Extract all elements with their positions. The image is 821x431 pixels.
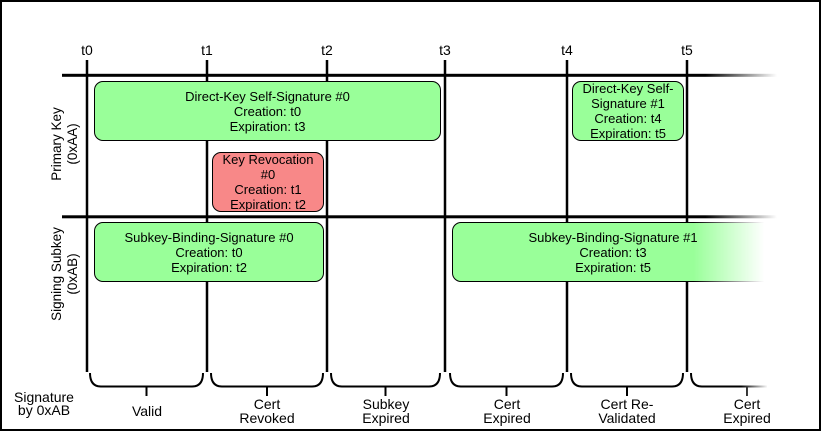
phase-label-cert-expired-2: Cert Expired <box>685 396 809 426</box>
signature-box-subkey-binding-0: Subkey-Binding-Signature #0 Creation: t0… <box>94 222 324 282</box>
row-label-signing-subkey-id: (0xAB) <box>65 253 80 295</box>
row-label-signing-subkey: Signing Subkey (0xAB) <box>49 227 81 321</box>
signing-subkey-timeline <box>62 215 777 219</box>
tick-line-t4 <box>565 60 569 372</box>
brace-cert-expired-2 <box>690 372 767 396</box>
bottom-axis-label-line2: by 0xAB <box>17 402 71 418</box>
phase-line2: Expired <box>483 410 531 426</box>
tick-label-t3: t3 <box>439 42 451 58</box>
signature-box-direct-key-0: Direct-Key Self-Signature #0 Creation: t… <box>94 81 441 141</box>
phase-line1: Valid <box>131 403 163 419</box>
row-label-primary-key-name: Primary Key <box>49 107 64 181</box>
signature-box-subkey-binding-1-fade-wrap: Subkey-Binding-Signature #1 Creation: t3… <box>452 222 774 282</box>
primary-key-timeline <box>62 73 777 77</box>
signature-title: Subkey-Binding-Signature #0 <box>124 229 294 245</box>
tick-line-t2 <box>325 60 329 372</box>
phase-line1: Cert Re- <box>600 396 654 412</box>
signature-box-direct-key-1: Direct-Key Self-Signature #1 Creation: t… <box>572 81 684 141</box>
brace-cert-expired-1 <box>449 372 564 396</box>
tick-line-t5 <box>685 60 689 372</box>
tick-line-t3 <box>443 60 447 372</box>
phase-label-cert-revalidated: Cert Re- Validated <box>565 396 689 426</box>
phase-label-subkey-expired: Subkey Expired <box>324 396 448 426</box>
row-label-primary-key-id: (0xAA) <box>65 123 80 165</box>
tick-line-t0 <box>85 60 89 372</box>
signature-expiration: Expiration: t5 <box>575 259 651 275</box>
signature-creation: Creation: t0 <box>233 103 302 119</box>
bottom-axis-label-line1: Signature <box>14 389 74 405</box>
phase-line2: Validated <box>598 410 656 426</box>
phase-line2: Expired <box>362 410 410 426</box>
tick-label-t4: t4 <box>561 42 573 58</box>
phase-label-cert-revoked: Cert Revoked <box>205 396 329 426</box>
phase-line1: Cert <box>493 396 521 412</box>
row-label-signing-subkey-name: Signing Subkey <box>49 227 64 321</box>
signature-expiration: Expiration: t3 <box>229 118 306 134</box>
row-label-primary-key: Primary Key (0xAA) <box>49 107 81 181</box>
brace-cert-revoked <box>210 372 324 396</box>
signature-title: Direct-Key Self-Signature #0 <box>185 88 350 104</box>
signature-box-key-revocation-0: Key Revocation #0 Creation: t1 Expiratio… <box>212 152 324 212</box>
signature-box-subkey-binding-1: Subkey-Binding-Signature #1 Creation: t3… <box>452 222 774 282</box>
signature-creation: Creation: t1 <box>234 182 302 197</box>
signature-title: Subkey-Binding-Signature #1 <box>528 229 698 245</box>
brace-valid <box>89 372 204 396</box>
phase-line2: Revoked <box>239 410 295 426</box>
tick-line-t1 <box>205 60 209 372</box>
signature-expiration: Expiration: t5 <box>590 126 666 141</box>
signature-title: Key Revocation #0 <box>222 152 314 182</box>
tick-label-t2: t2 <box>321 42 333 58</box>
signature-creation: Creation: t4 <box>594 111 662 126</box>
tick-label-t0: t0 <box>81 42 93 58</box>
phase-label-cert-expired-1: Cert Expired <box>445 396 569 426</box>
tick-label-t1: t1 <box>201 42 213 58</box>
phase-line1: Cert <box>253 396 281 412</box>
tick-label-t5: t5 <box>681 42 693 58</box>
signature-expiration: Expiration: t2 <box>230 197 306 212</box>
phase-line2: Expired <box>723 410 771 426</box>
phase-label-valid: Valid <box>85 396 209 426</box>
brace-subkey-expired <box>330 372 441 396</box>
signature-expiration: Expiration: t2 <box>171 259 247 275</box>
signature-title: Direct-Key Self-Signature #1 <box>582 81 674 111</box>
signature-creation: Creation: t3 <box>579 244 647 260</box>
bottom-axis-label: Signature by 0xAB <box>8 389 80 418</box>
phase-line1: Subkey <box>362 396 410 412</box>
phase-line1: Cert <box>733 396 761 412</box>
brace-cert-revalidated <box>570 372 684 396</box>
signature-creation: Creation: t0 <box>175 244 243 260</box>
